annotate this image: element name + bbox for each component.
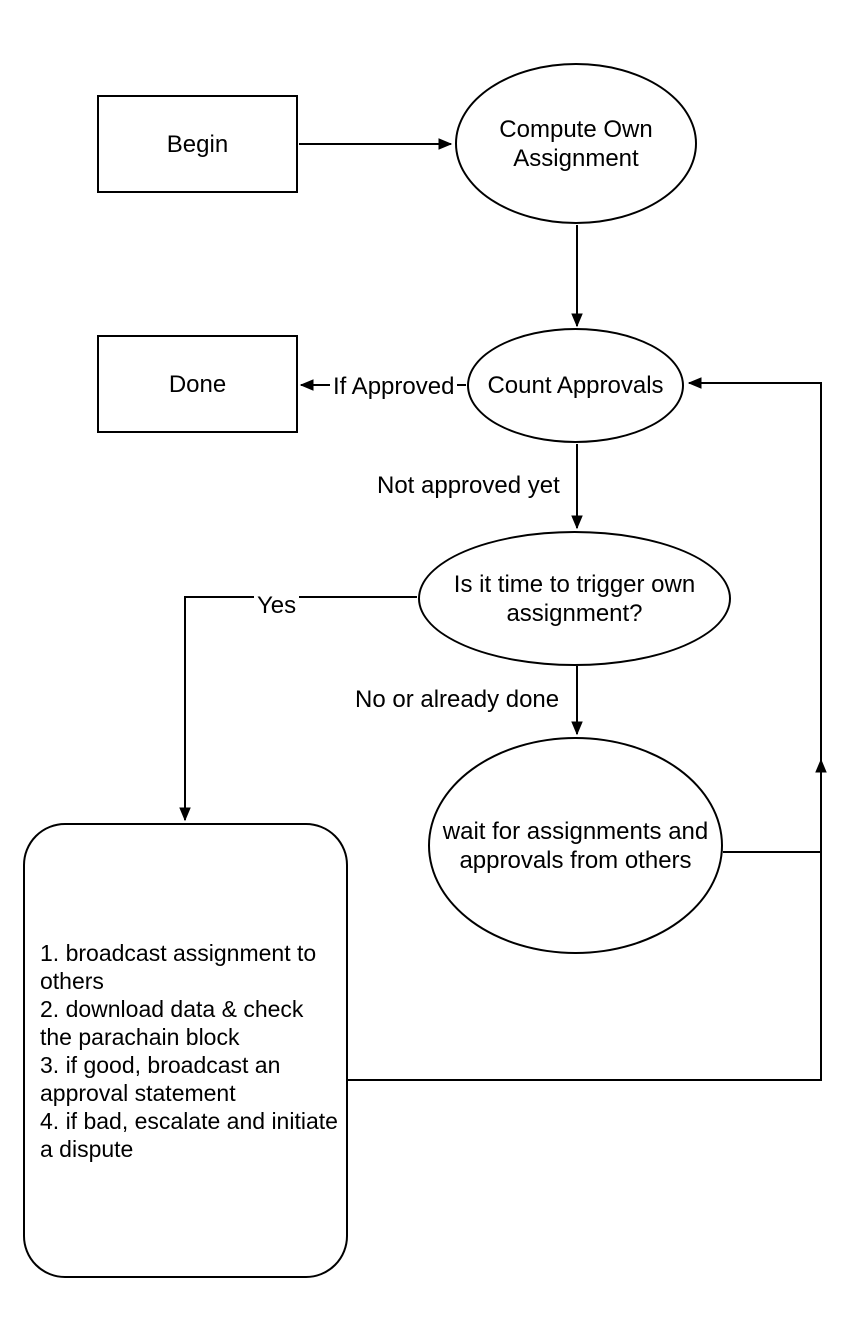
node-wait-label: wait for assignments and approvals from … xyxy=(442,817,709,874)
node-wait-for-assignments: wait for assignments and approvals from … xyxy=(428,737,723,954)
node-compute-label: Compute Own Assignment xyxy=(499,115,653,172)
node-begin: Begin xyxy=(97,95,298,193)
edge-trigger-tasks xyxy=(179,596,417,822)
node-count-label: Count Approvals xyxy=(487,372,664,399)
node-task-list: 1. broadcast assignment to others 2. dow… xyxy=(23,823,348,1278)
task-item-2: 2. download data & check the parachain b… xyxy=(40,995,304,1050)
edge-label-not-approved-yet: Not approved yet xyxy=(374,472,563,500)
edge-label-no-or-already-done: No or already done xyxy=(352,686,563,714)
task-item-4: 4. if bad, escalate and initiate a dispu… xyxy=(40,1107,338,1162)
node-done: Done xyxy=(97,335,298,433)
node-begin-label: Begin xyxy=(166,130,229,158)
edge-label-if-approved: If Approved xyxy=(330,373,458,401)
node-compute-own-assignment: Compute Own Assignment xyxy=(455,63,697,224)
task-list: 1. broadcast assignment to others 2. dow… xyxy=(25,939,338,1163)
node-trigger-label: Is it time to trigger own assignment? xyxy=(453,570,696,627)
edge-wait-count xyxy=(687,377,822,853)
task-item-3: 3. if good, broadcast an approval statem… xyxy=(40,1051,281,1106)
edge-tasks-return xyxy=(347,758,827,1081)
node-done-label: Done xyxy=(168,370,227,398)
edge-label-yes: Yes xyxy=(254,592,300,620)
node-count-approvals: Count Approvals xyxy=(467,328,684,443)
node-trigger-question: Is it time to trigger own assignment? xyxy=(418,531,731,666)
task-item-1: 1. broadcast assignment to others xyxy=(40,939,317,994)
